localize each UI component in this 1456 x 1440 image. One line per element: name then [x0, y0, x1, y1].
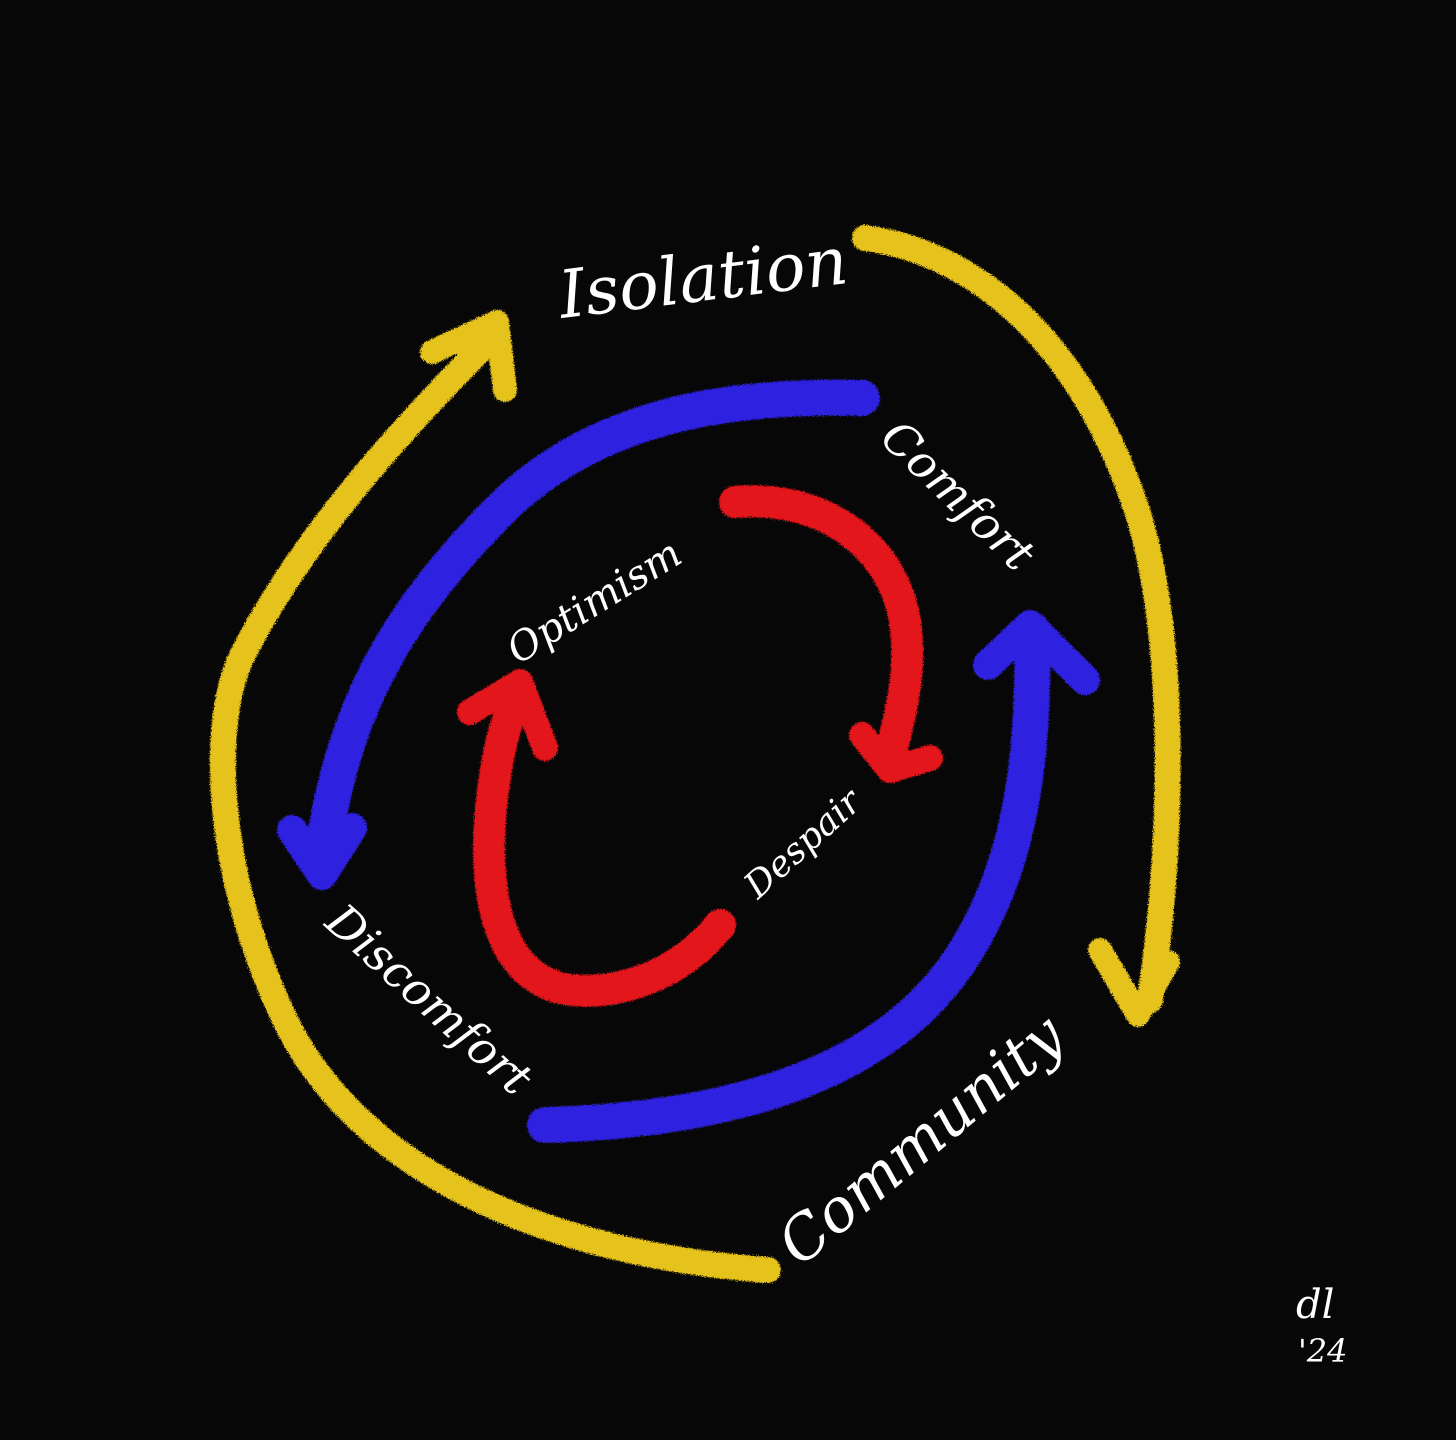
signature-year: '24	[1298, 1332, 1348, 1370]
middle-arrowhead-comfort	[973, 610, 1100, 695]
middle-arrow-comfort-to-discomfort	[304, 379, 880, 878]
outer-arrowhead-isolation	[420, 310, 517, 402]
middle-loop	[277, 379, 1100, 1143]
inner-arrowhead-optimism	[457, 669, 558, 761]
outer-loop	[209, 225, 1181, 1283]
inner-arrowhead-despair	[849, 722, 943, 783]
signature: dl '24	[1296, 1282, 1348, 1370]
inner-loop	[457, 485, 943, 1007]
signature-initials: dl	[1296, 1282, 1334, 1328]
middle-arrowhead-discomfort	[277, 813, 367, 890]
inner-arrow-optimism-to-despair	[719, 485, 924, 771]
middle-arrow-discomfort-to-comfort	[527, 612, 1051, 1143]
outer-arrowhead-community	[1088, 938, 1180, 1027]
outer-arrow-community-to-isolation	[209, 327, 781, 1283]
outer-arrow-isolation-to-community	[852, 225, 1181, 1013]
inner-arrow-despair-to-optimism	[473, 674, 736, 1007]
